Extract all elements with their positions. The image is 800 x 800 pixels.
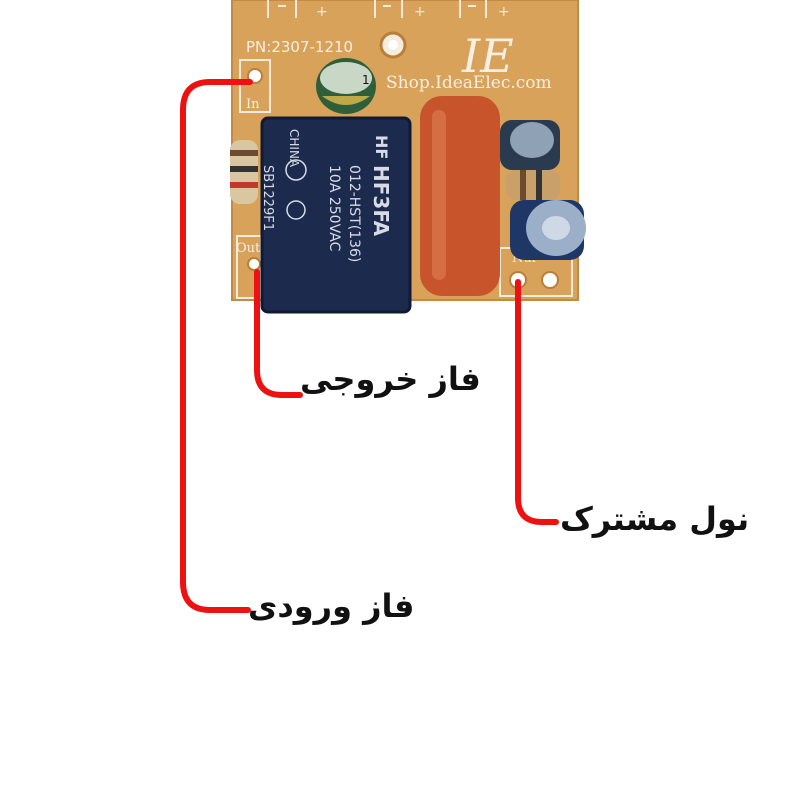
capacitor-small: 1	[316, 58, 376, 114]
relay-model: HF3FA	[369, 165, 393, 237]
top-markings	[267, 0, 487, 18]
resistor-left	[230, 140, 258, 204]
output-phase-label: فاز خروجی	[300, 360, 481, 398]
capacitor-right-top	[500, 120, 560, 170]
capacitor-right-large	[510, 200, 586, 260]
part-number: PN:2307-1210	[246, 38, 353, 56]
wire-output-phase	[254, 269, 303, 398]
svg-text:1: 1	[362, 73, 370, 87]
svg-text:+: +	[414, 4, 426, 20]
pad-neutral-2	[541, 271, 559, 289]
svg-text:+: +	[316, 4, 328, 20]
svg-text:+: +	[498, 4, 510, 20]
pad-out	[247, 257, 261, 271]
common-neutral-label: نول مشترک	[560, 500, 750, 538]
wire-neutral	[515, 279, 559, 525]
relay-rating: 10A 250VAC	[326, 165, 342, 252]
pin-in-label: In	[246, 97, 260, 112]
shop-url: Shop.IdeaElec.com	[386, 73, 552, 93]
relay-part: 012-HST(136)	[346, 165, 362, 262]
relay-brand: HF	[372, 135, 391, 159]
resistor-right	[506, 170, 560, 200]
relay: HF HF3FA 012-HST(136) 10A 250VAC CHINA S…	[260, 116, 412, 314]
wires	[180, 79, 559, 613]
wire-input-phase	[180, 79, 253, 613]
pin-out-label: Out	[236, 241, 261, 256]
relay-batch: SB1229F1	[260, 165, 275, 231]
relay-country: CHINA	[287, 129, 301, 168]
logo: IE	[461, 29, 514, 83]
film-capacitor	[420, 96, 500, 296]
input-phase-label: فاز ورودی	[248, 587, 415, 625]
